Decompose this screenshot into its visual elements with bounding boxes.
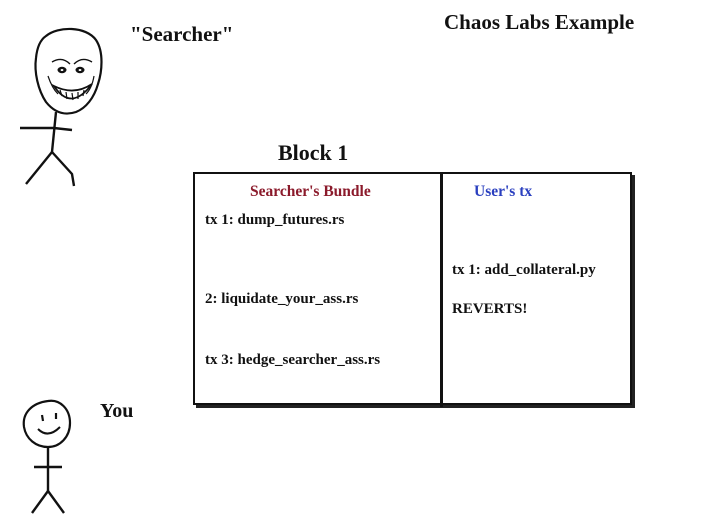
block-box: Searcher's Bundle tx 1: dump_futures.rs … xyxy=(193,172,632,407)
user-tx-1: tx 1: add_collateral.py xyxy=(452,262,596,278)
bundle-header: Searcher's Bundle xyxy=(250,183,371,200)
trollface-stick-figure-icon xyxy=(20,27,103,187)
bundle-tx-3: tx 3: hedge_searcher_ass.rs xyxy=(205,352,381,368)
bundle-tx-2: 2: liquidate_your_ass.rs xyxy=(205,291,359,307)
diagram-title: Chaos Labs Example xyxy=(444,10,635,34)
bundle-tx-1: tx 1: dump_futures.rs xyxy=(205,212,345,228)
searcher-label: "Searcher" xyxy=(130,22,234,46)
user-tx-status: REVERTS! xyxy=(452,301,528,317)
smiley-stick-figure-icon xyxy=(22,399,72,514)
you-label: You xyxy=(100,400,134,422)
user-tx-header: User's tx xyxy=(474,183,533,200)
block-label: Block 1 xyxy=(278,140,349,165)
column-divider xyxy=(440,172,443,407)
